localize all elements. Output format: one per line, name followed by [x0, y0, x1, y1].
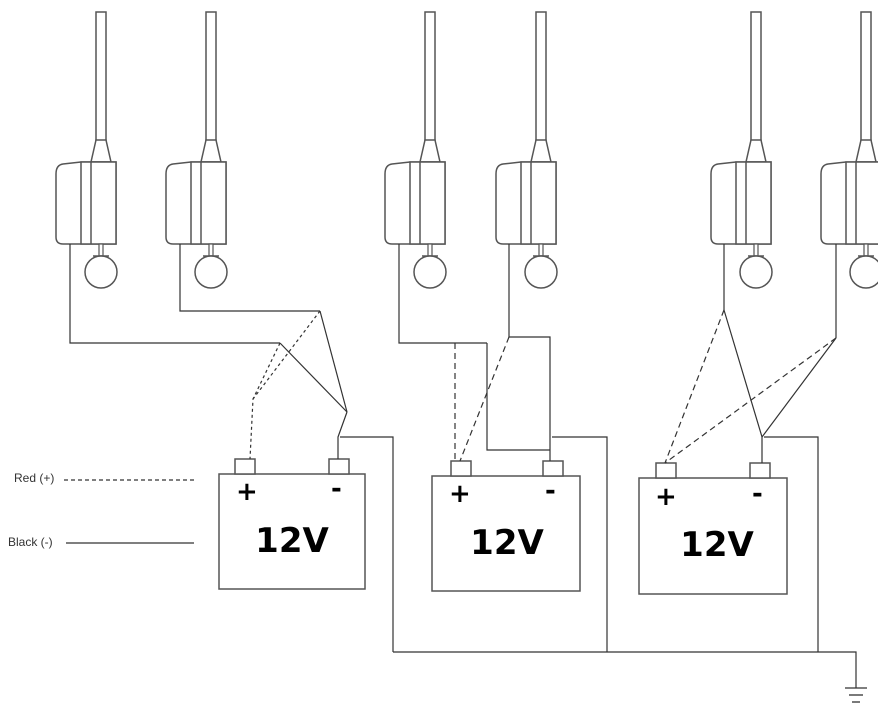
wiring-group-3 — [664, 244, 837, 652]
black-wire — [508, 244, 551, 461]
battery-voltage-label: 12V — [680, 525, 754, 565]
black-wire — [398, 244, 455, 344]
red-wire — [664, 309, 725, 464]
black-wire — [552, 436, 608, 652]
red-wire — [664, 337, 837, 464]
black-wire — [337, 411, 348, 459]
battery-minus-sign: - — [545, 476, 556, 506]
trolling-motor-icon — [495, 11, 558, 289]
red-wire — [252, 310, 321, 400]
legend-red-label: Red (+) — [14, 471, 54, 485]
legend: Red (+) Black (-) — [8, 471, 194, 549]
battery-2: + - 12V — [431, 460, 581, 592]
black-wire — [486, 343, 550, 451]
battery-minus-sign: - — [331, 474, 342, 504]
trolling-motor-icon — [820, 11, 878, 289]
negative-terminal — [328, 458, 350, 475]
positive-terminal — [234, 458, 256, 475]
red-wire — [459, 336, 510, 462]
positive-terminal — [655, 462, 677, 479]
legend-black-label: Black (-) — [8, 535, 53, 549]
trolling-motor-icon — [384, 11, 447, 289]
black-wire — [179, 244, 320, 312]
trolling-motor-icon — [710, 11, 773, 289]
black-wire — [764, 436, 819, 652]
black-wire — [723, 309, 763, 463]
black-wire — [69, 244, 280, 344]
red-wire — [249, 342, 281, 460]
trolling-motor-icon — [165, 11, 228, 289]
battery-minus-sign: - — [752, 479, 763, 509]
wiring-group-1 — [69, 244, 394, 652]
battery-1: + - 12V — [218, 458, 366, 590]
black-wire — [319, 310, 348, 413]
black-wire — [340, 436, 394, 652]
battery-plus-sign: + — [236, 477, 258, 507]
motors — [55, 11, 878, 289]
wiring-group-2 — [398, 244, 608, 652]
battery-voltage-label: 12V — [470, 523, 544, 563]
negative-terminal — [542, 460, 564, 477]
positive-terminal — [450, 460, 472, 477]
battery-3: + - 12V — [638, 462, 788, 595]
battery-plus-sign: + — [449, 479, 471, 509]
negative-terminal — [749, 462, 771, 479]
black-wire — [279, 342, 348, 413]
battery-voltage-label: 12V — [255, 521, 329, 561]
ground-bus — [393, 651, 857, 688]
black-wire — [761, 337, 837, 438]
ground-symbol-icon — [845, 687, 867, 703]
black-wire — [393, 651, 857, 688]
battery-plus-sign: + — [655, 482, 677, 512]
trolling-motor-icon — [55, 11, 118, 289]
